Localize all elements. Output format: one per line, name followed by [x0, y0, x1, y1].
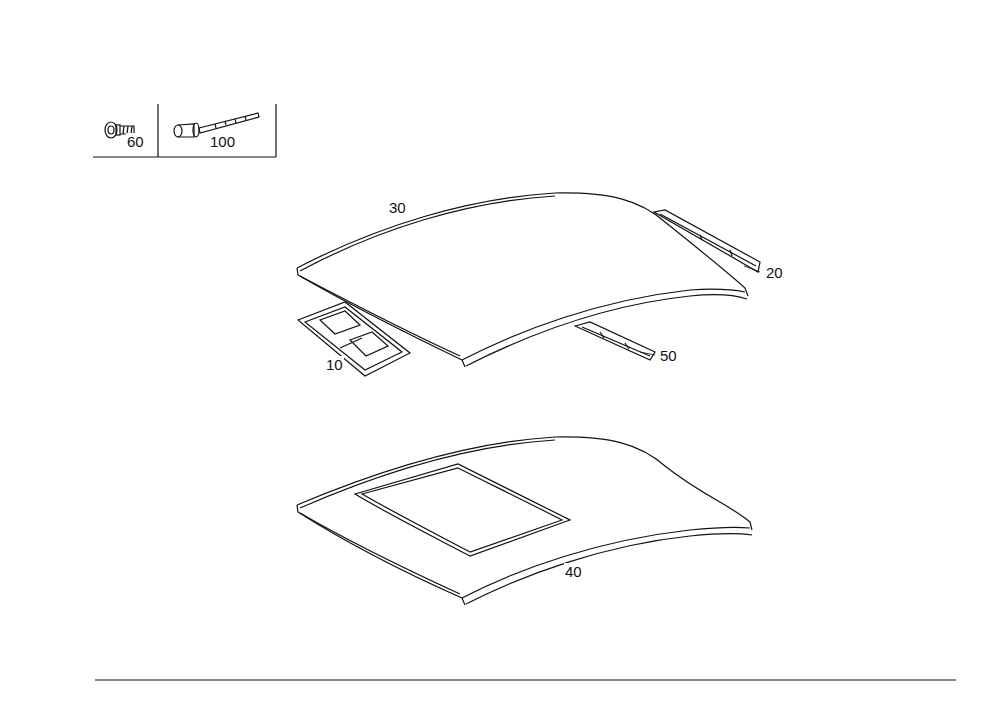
- callout-number: 10: [325, 356, 344, 373]
- callout-number: 40: [564, 563, 583, 580]
- page-rule: [95, 679, 956, 680]
- callout-number: 100: [209, 133, 236, 150]
- roof-bow-strip: [575, 322, 655, 360]
- front-roof-bow: [298, 302, 410, 376]
- sunroof-roof-panel: [297, 437, 752, 605]
- fastener-table: [93, 104, 276, 157]
- callout-number: 60: [126, 133, 145, 150]
- leader-lines: [640, 266, 760, 355]
- rear-roof-bow: [654, 210, 760, 272]
- callout-number: 50: [659, 347, 678, 364]
- callout-number: 20: [765, 264, 784, 281]
- callout-number: 30: [388, 199, 407, 216]
